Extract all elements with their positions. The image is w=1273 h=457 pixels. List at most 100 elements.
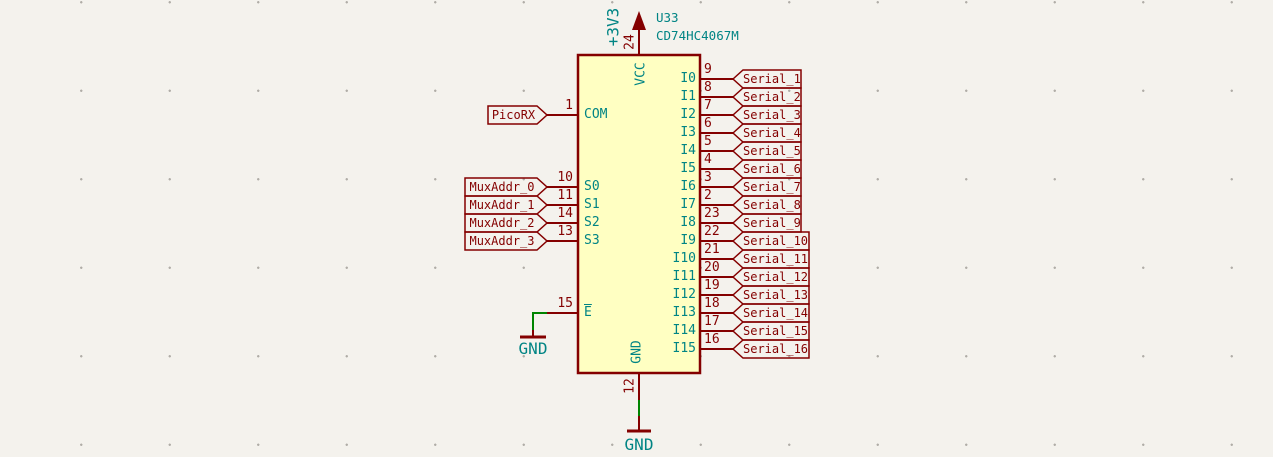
global-label-text-Serial_2: Serial_2 [743, 90, 801, 104]
global-label-outline [731, 141, 802, 161]
pin-number-I13: 18 [704, 296, 720, 311]
global-label-Serial_14[interactable] [731, 303, 810, 323]
gnd-bottom-connection[interactable] [627, 373, 651, 433]
pin-number-vcc: 24 [622, 34, 638, 50]
global-label-PicoRX[interactable] [487, 105, 549, 125]
pin-number-I2: 7 [704, 98, 712, 113]
pin-name-I9: I9 [680, 233, 696, 248]
global-label-text-Serial_14: Serial_14 [743, 306, 809, 320]
power-gnd-bottom-label[interactable]: GND [624, 435, 654, 454]
global-label-outline [731, 339, 810, 359]
power-3v3-symbol[interactable] [632, 11, 646, 55]
pin-line-I10[interactable] [700, 258, 733, 260]
power-gnd-left-symbol[interactable] [520, 330, 546, 339]
global-label-text-Serial_1: Serial_1 [743, 72, 801, 86]
global-label-Serial_12[interactable] [731, 267, 810, 287]
global-label-outline [731, 249, 810, 269]
global-label-text-Serial_15: Serial_15 [743, 324, 809, 338]
global-label-Serial_8[interactable] [731, 195, 802, 215]
pin-line-I8[interactable] [700, 222, 733, 224]
pin-name-I13: I13 [672, 305, 696, 320]
global-label-Serial_3[interactable] [731, 105, 802, 125]
pin-line-S1[interactable] [547, 204, 578, 206]
pin-line-I15[interactable] [700, 348, 733, 350]
global-label-Serial_9[interactable] [731, 213, 802, 233]
pin-name-S2: S2 [584, 215, 600, 230]
global-label-text-Serial_11: Serial_11 [743, 252, 809, 266]
pin-line-E[interactable] [547, 312, 578, 314]
global-label-Serial_15[interactable] [731, 321, 810, 341]
component-reference[interactable]: U33 [656, 10, 679, 25]
global-label-Serial_6[interactable] [731, 159, 802, 179]
global-label-MuxAddr_1[interactable] [464, 195, 549, 215]
pin-line-I6[interactable] [700, 186, 733, 188]
global-label-text-Serial_13: Serial_13 [743, 288, 809, 302]
pin-number-S1: 11 [557, 188, 573, 203]
power-gnd-bottom-symbol[interactable] [627, 416, 651, 433]
pin-line-I4[interactable] [700, 150, 733, 152]
pin-line-S0[interactable] [547, 186, 578, 188]
global-label-Serial_16[interactable] [731, 339, 810, 359]
global-label-outline [464, 177, 549, 197]
pin-line-COM[interactable] [547, 114, 578, 116]
pin-name-I4: I4 [680, 143, 696, 158]
pin-line-I0[interactable] [700, 78, 733, 80]
pin-number-I8: 23 [704, 206, 720, 221]
pin-name-E: E [584, 305, 592, 320]
global-label-Serial_11[interactable] [731, 249, 810, 269]
pin-name-I6: I6 [680, 179, 696, 194]
pin-number-gnd: 12 [622, 378, 638, 394]
global-label-Serial_13[interactable] [731, 285, 810, 305]
global-label-outline [731, 267, 810, 287]
global-label-MuxAddr_2[interactable] [464, 213, 549, 233]
pin-number-I6: 3 [704, 170, 712, 185]
global-label-MuxAddr_3[interactable] [464, 231, 549, 251]
global-label-outline [464, 195, 549, 215]
pin-line-I5[interactable] [700, 168, 733, 170]
global-label-MuxAddr_0[interactable] [464, 177, 549, 197]
pin-number-I5: 4 [704, 152, 712, 167]
global-label-Serial_2[interactable] [731, 87, 802, 107]
power-gnd-left-label[interactable]: GND [518, 339, 548, 358]
power-3v3-label: +3V3 [603, 7, 623, 47]
chip-body[interactable] [576, 53, 702, 375]
pin-name-S0: S0 [584, 179, 600, 194]
global-label-Serial_7[interactable] [731, 177, 802, 197]
global-label-outline [731, 195, 802, 215]
pin-line-I7[interactable] [700, 204, 733, 206]
global-label-Serial_4[interactable] [731, 123, 802, 143]
pin-name-I14: I14 [672, 323, 696, 338]
pin-number-S0: 10 [557, 170, 573, 185]
global-label-Serial_5[interactable] [731, 141, 802, 161]
pin-line-I12[interactable] [700, 294, 733, 296]
power-arrow-icon [632, 11, 646, 30]
pin-line-I9[interactable] [700, 240, 733, 242]
pin-name-S1: S1 [584, 197, 600, 212]
global-label-text-Serial_8: Serial_8 [743, 198, 801, 212]
pin-line-I13[interactable] [700, 312, 733, 314]
pin-line-I2[interactable] [700, 114, 733, 116]
global-label-outline [464, 213, 549, 233]
wire-enable-gnd[interactable] [532, 312, 547, 330]
global-label-text-MuxAddr_1: MuxAddr_1 [469, 198, 535, 212]
pin-line-I11[interactable] [700, 276, 733, 278]
pin-line-I14[interactable] [700, 330, 733, 332]
global-label-outline [731, 123, 802, 143]
pin-number-I12: 19 [704, 278, 720, 293]
global-label-text-Serial_12: Serial_12 [743, 270, 809, 284]
global-label-Serial_10[interactable] [731, 231, 810, 251]
pin-line-I1[interactable] [700, 96, 733, 98]
pin-line-S2[interactable] [547, 222, 578, 224]
global-label-Serial_1[interactable] [731, 69, 802, 89]
pin-line-I3[interactable] [700, 132, 733, 134]
pin-name-COM: COM [584, 107, 608, 122]
global-label-outline [731, 105, 802, 125]
pin-number-I4: 5 [704, 134, 712, 149]
pin-name-I2: I2 [680, 107, 696, 122]
enable-gnd-connection[interactable] [520, 312, 547, 339]
pin-name-I15: I15 [672, 341, 696, 356]
pin-name-I3: I3 [680, 125, 696, 140]
pin-line-S3[interactable] [547, 240, 578, 242]
component-value[interactable]: CD74HC4067M [656, 28, 739, 43]
global-label-text-MuxAddr_3: MuxAddr_3 [469, 234, 535, 248]
